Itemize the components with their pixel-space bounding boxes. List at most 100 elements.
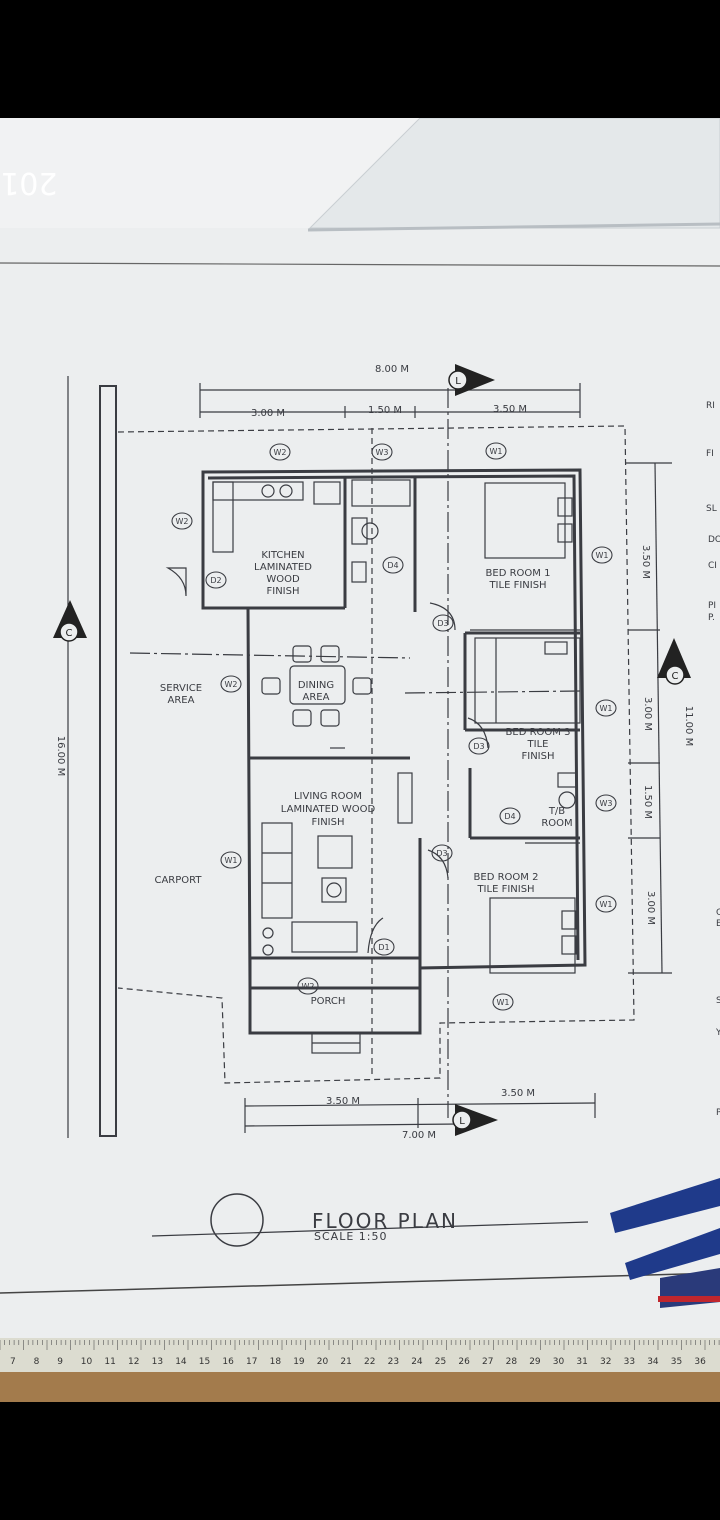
dim-bottom-total: 7.00 M bbox=[402, 1130, 436, 1141]
dim-total-width: 8.00 M bbox=[375, 364, 409, 375]
tag-w2_service: W2 bbox=[225, 680, 238, 689]
margin-text-5: PI bbox=[708, 601, 716, 611]
tag-marker-d3_bed3 bbox=[468, 737, 490, 755]
ruler bbox=[0, 1338, 720, 1372]
ruler-number: 12 bbox=[128, 1357, 139, 1367]
tag-marker-w2_top bbox=[269, 443, 291, 461]
ruler-number: 8 bbox=[34, 1357, 40, 1367]
ruler-number: 15 bbox=[199, 1357, 210, 1367]
ruler-number: 23 bbox=[388, 1357, 399, 1367]
title-circle bbox=[210, 1193, 264, 1247]
photo-stamp: 2018.0 bbox=[0, 165, 57, 200]
ruler-number: 24 bbox=[411, 1357, 423, 1367]
tag-w2_porch: W2 bbox=[302, 982, 315, 991]
tag-marker-d2 bbox=[205, 571, 227, 589]
ruler-number: 18 bbox=[270, 1357, 282, 1367]
tag-d4_bath: D4 bbox=[387, 561, 398, 570]
ruler-number: 21 bbox=[340, 1357, 351, 1367]
tag-d3_bed1: D3 bbox=[437, 619, 448, 628]
room-dining-line-0: DINING bbox=[298, 680, 334, 691]
dim-right-total: 11.00 M bbox=[683, 706, 694, 746]
ruler-number: 10 bbox=[81, 1357, 93, 1367]
section-mark-bottom-label: L bbox=[459, 1116, 465, 1127]
room-living-line-0: LIVING ROOM bbox=[294, 791, 362, 802]
drawing-scale: SCALE 1:50 bbox=[314, 1230, 387, 1243]
room-bed1-line-0: BED ROOM 1 bbox=[486, 568, 551, 579]
room-kitchen-line-0: KITCHEN bbox=[261, 550, 304, 561]
boundary-wall bbox=[99, 385, 117, 1137]
dim-top-right: 3.50 M bbox=[493, 404, 527, 415]
ruler-number: 20 bbox=[317, 1357, 329, 1367]
section-marker-right: C bbox=[657, 638, 691, 685]
dim-top-left: 3.00 M bbox=[251, 408, 285, 419]
drawing-title: FLOOR PLAN bbox=[312, 1209, 458, 1233]
ruler-number: 16 bbox=[222, 1357, 234, 1367]
ruler-number: 31 bbox=[576, 1357, 587, 1367]
drawing bbox=[67, 376, 672, 1138]
margin-text-10: Y bbox=[715, 1028, 720, 1038]
ruler-number: 30 bbox=[553, 1357, 565, 1367]
margin-text-8: E bbox=[716, 919, 720, 929]
ruler-number: 28 bbox=[506, 1357, 518, 1367]
tag-w1_living: W1 bbox=[225, 856, 238, 865]
ruler-number: 25 bbox=[435, 1357, 446, 1367]
tag-w1_bed3: W1 bbox=[600, 704, 613, 713]
room-kitchen-line-2: WOOD bbox=[266, 574, 300, 585]
tag-marker-w1_bottom bbox=[492, 993, 514, 1011]
dim-left-total: 16.00 M bbox=[55, 736, 66, 776]
dim-right-2: 3.00 M bbox=[642, 697, 653, 731]
tag-w1_top: W1 bbox=[490, 447, 503, 456]
tag-marker-w2_porch bbox=[297, 977, 319, 995]
tag-marker-d3_bed2 bbox=[431, 844, 453, 862]
ruler-number: 35 bbox=[671, 1357, 682, 1367]
tag-d2: D2 bbox=[210, 576, 221, 585]
margin-text-3: DO bbox=[708, 535, 720, 545]
tag-w1_bed2: W1 bbox=[600, 900, 613, 909]
room-porch-line-0: PORCH bbox=[311, 996, 346, 1007]
section-mark-top-label: L bbox=[455, 376, 461, 387]
dim-right-1: 3.50 M bbox=[640, 545, 651, 579]
dim-bottom-right: 3.50 M bbox=[501, 1088, 535, 1099]
tag-w3_tb: W3 bbox=[600, 799, 613, 808]
margin-text-2: SL bbox=[706, 504, 717, 514]
ruler-number: 7 bbox=[10, 1357, 16, 1367]
ruler-number: 11 bbox=[104, 1357, 115, 1367]
tag-w1_bed1: W1 bbox=[596, 551, 609, 560]
set-square bbox=[308, 118, 720, 229]
ruler-number: 9 bbox=[57, 1357, 63, 1367]
section-marker-top: L bbox=[448, 364, 495, 396]
section-marker-bottom: L bbox=[452, 1104, 498, 1136]
room-tb-line-1: ROOM bbox=[541, 818, 572, 829]
room-service-line-1: AREA bbox=[168, 695, 195, 706]
room-tb-line-0: T/B bbox=[548, 806, 565, 817]
tag-marker-w3_top bbox=[371, 443, 393, 461]
tag-marker-w1_top bbox=[485, 442, 507, 460]
section-mark-right-label: C bbox=[672, 671, 679, 682]
room-dining-line-1: AREA bbox=[303, 692, 330, 703]
tag-marker-w1_bed2 bbox=[595, 895, 617, 913]
room-bed3-line-1: TILE bbox=[527, 739, 549, 750]
paper-background bbox=[0, 118, 720, 1402]
room-living-line-1: LAMINATED WOOD bbox=[281, 804, 376, 815]
margin-text-0: RI bbox=[706, 401, 715, 411]
margin-text-7: C bbox=[716, 908, 720, 918]
margin-text-4: CI bbox=[708, 561, 717, 571]
dim-top-mid: 1.50 M bbox=[368, 405, 402, 416]
room-living-line-2: FINISH bbox=[312, 817, 345, 828]
tag-d4_tb: D4 bbox=[504, 812, 515, 821]
tag-d1: D1 bbox=[378, 943, 389, 952]
ruler-number: 36 bbox=[694, 1357, 706, 1367]
ruler-number: 27 bbox=[482, 1357, 493, 1367]
walls bbox=[201, 468, 587, 1035]
tag-marker-w2_kitchen bbox=[171, 512, 193, 530]
tag-marker-w2_service bbox=[220, 675, 242, 693]
tag-marker-w1_bed1 bbox=[591, 546, 613, 564]
room-kitchen-line-1: LAMINATED bbox=[254, 562, 312, 573]
ruler-number: 17 bbox=[246, 1357, 257, 1367]
tag-d3_bed3: D3 bbox=[473, 742, 484, 751]
ruler-number: 13 bbox=[152, 1357, 163, 1367]
tag-w2_top: W2 bbox=[274, 448, 287, 457]
margin-text-6: P. bbox=[708, 613, 715, 623]
